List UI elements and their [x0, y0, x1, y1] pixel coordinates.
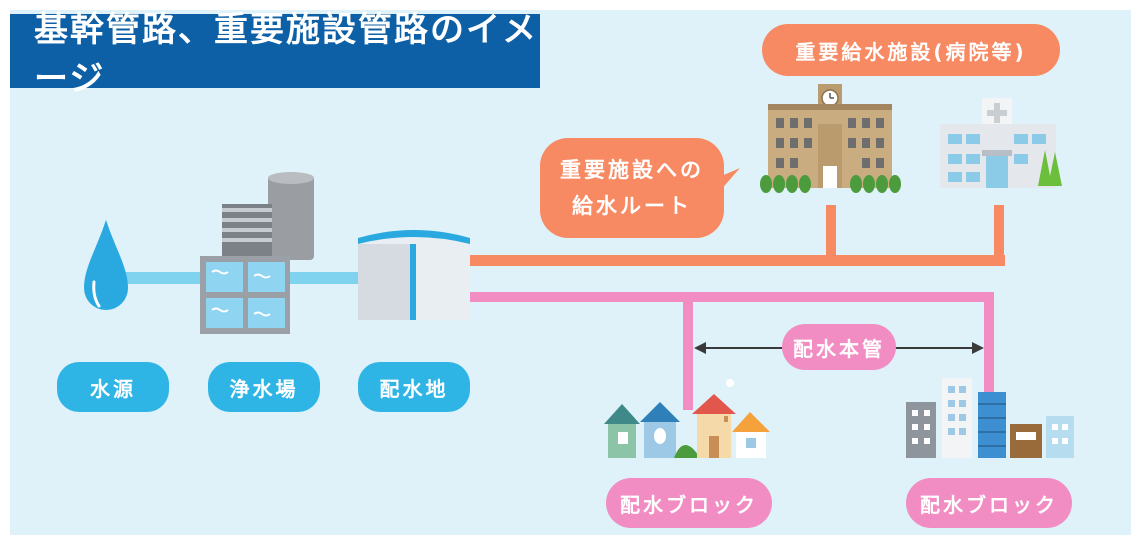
- city-buildings-icon: [906, 378, 1074, 458]
- purification-plant-text: 浄水場: [229, 376, 299, 401]
- block-left-label: 配水ブロック: [606, 478, 772, 528]
- reservoir-label: 配水地: [358, 362, 470, 412]
- water-source-label: 水源: [57, 362, 169, 412]
- route-line1: 重要施設への: [560, 158, 704, 182]
- block-left-text: 配水ブロック: [620, 492, 758, 517]
- purification-plant-label: 浄水場: [208, 362, 320, 412]
- orange-route-pipe: [470, 205, 1005, 266]
- water-source-text: 水源: [90, 376, 136, 401]
- pink-main-pipe: [470, 292, 994, 410]
- water-drop-icon: [84, 220, 128, 310]
- block-right-label: 配水ブロック: [906, 478, 1072, 528]
- school-building-icon: [760, 84, 901, 193]
- reservoir-text: 配水地: [379, 376, 449, 401]
- route-line2: 給水ルート: [572, 194, 692, 218]
- houses-icon: [604, 379, 770, 458]
- purification-plant-icon: [200, 172, 314, 334]
- main-pipe-text: 配水本管: [793, 336, 885, 361]
- block-right-text: 配水ブロック: [920, 492, 1058, 517]
- hospital-icon: [940, 98, 1062, 188]
- route-bubble: 重要施設への 給水ルート: [540, 138, 724, 238]
- main-pipe-label: 配水本管: [782, 324, 896, 370]
- page-title: 基幹管路、重要施設管路のイメージ: [10, 10, 540, 99]
- important-facility-label: 重要給水施設(病院等): [762, 24, 1060, 76]
- title-text: 基幹管路、重要施設管路のイメージ: [34, 10, 538, 99]
- important-facility-text: 重要給水施設(病院等): [795, 39, 1027, 64]
- reservoir-tank-icon: [358, 230, 470, 320]
